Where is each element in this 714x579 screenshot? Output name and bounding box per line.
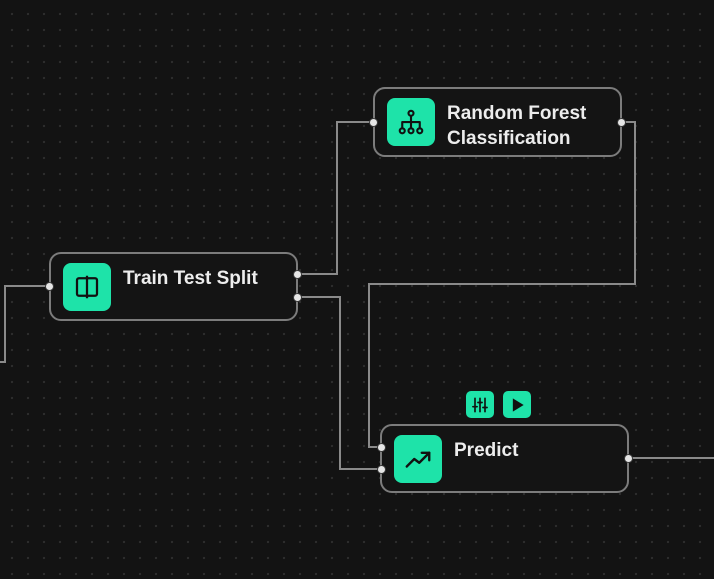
node-label: Predict [454, 440, 519, 461]
node-label: Random Forest Classification [447, 101, 612, 151]
configure-button[interactable] [466, 391, 494, 418]
edge-random-forest-to-predict[interactable] [368, 121, 636, 448]
predict-output-port[interactable] [624, 454, 633, 463]
trending-up-chart-icon [394, 435, 442, 483]
random-forest-input-port[interactable] [369, 118, 378, 127]
node-train-test-split[interactable]: Train Test Split [49, 252, 298, 321]
sliders-settings-icon [472, 397, 488, 412]
run-button[interactable] [503, 391, 531, 418]
edge-train-test-split-to-predict[interactable] [297, 296, 382, 470]
predict-input-port-1[interactable] [377, 443, 386, 452]
train-test-split-output-port-2[interactable] [293, 293, 302, 302]
node-random-forest-classification[interactable]: Random Forest Classification [373, 87, 622, 157]
predict-input-port-2[interactable] [377, 465, 386, 474]
random-forest-output-port[interactable] [617, 118, 626, 127]
edge-incoming-to-train-test-split[interactable] [0, 285, 50, 363]
hierarchy-tree-icon [387, 98, 435, 146]
play-icon [512, 397, 524, 412]
train-test-split-input-port[interactable] [45, 282, 54, 291]
node-label-line-2: Classification [447, 128, 571, 149]
node-label: Train Test Split [123, 268, 258, 289]
node-predict[interactable]: Predict [380, 424, 629, 493]
node-label-line-1: Random Forest [447, 103, 587, 124]
split-columns-icon [63, 263, 111, 311]
edge-train-test-split-to-random-forest[interactable] [297, 121, 374, 275]
train-test-split-output-port-1[interactable] [293, 270, 302, 279]
